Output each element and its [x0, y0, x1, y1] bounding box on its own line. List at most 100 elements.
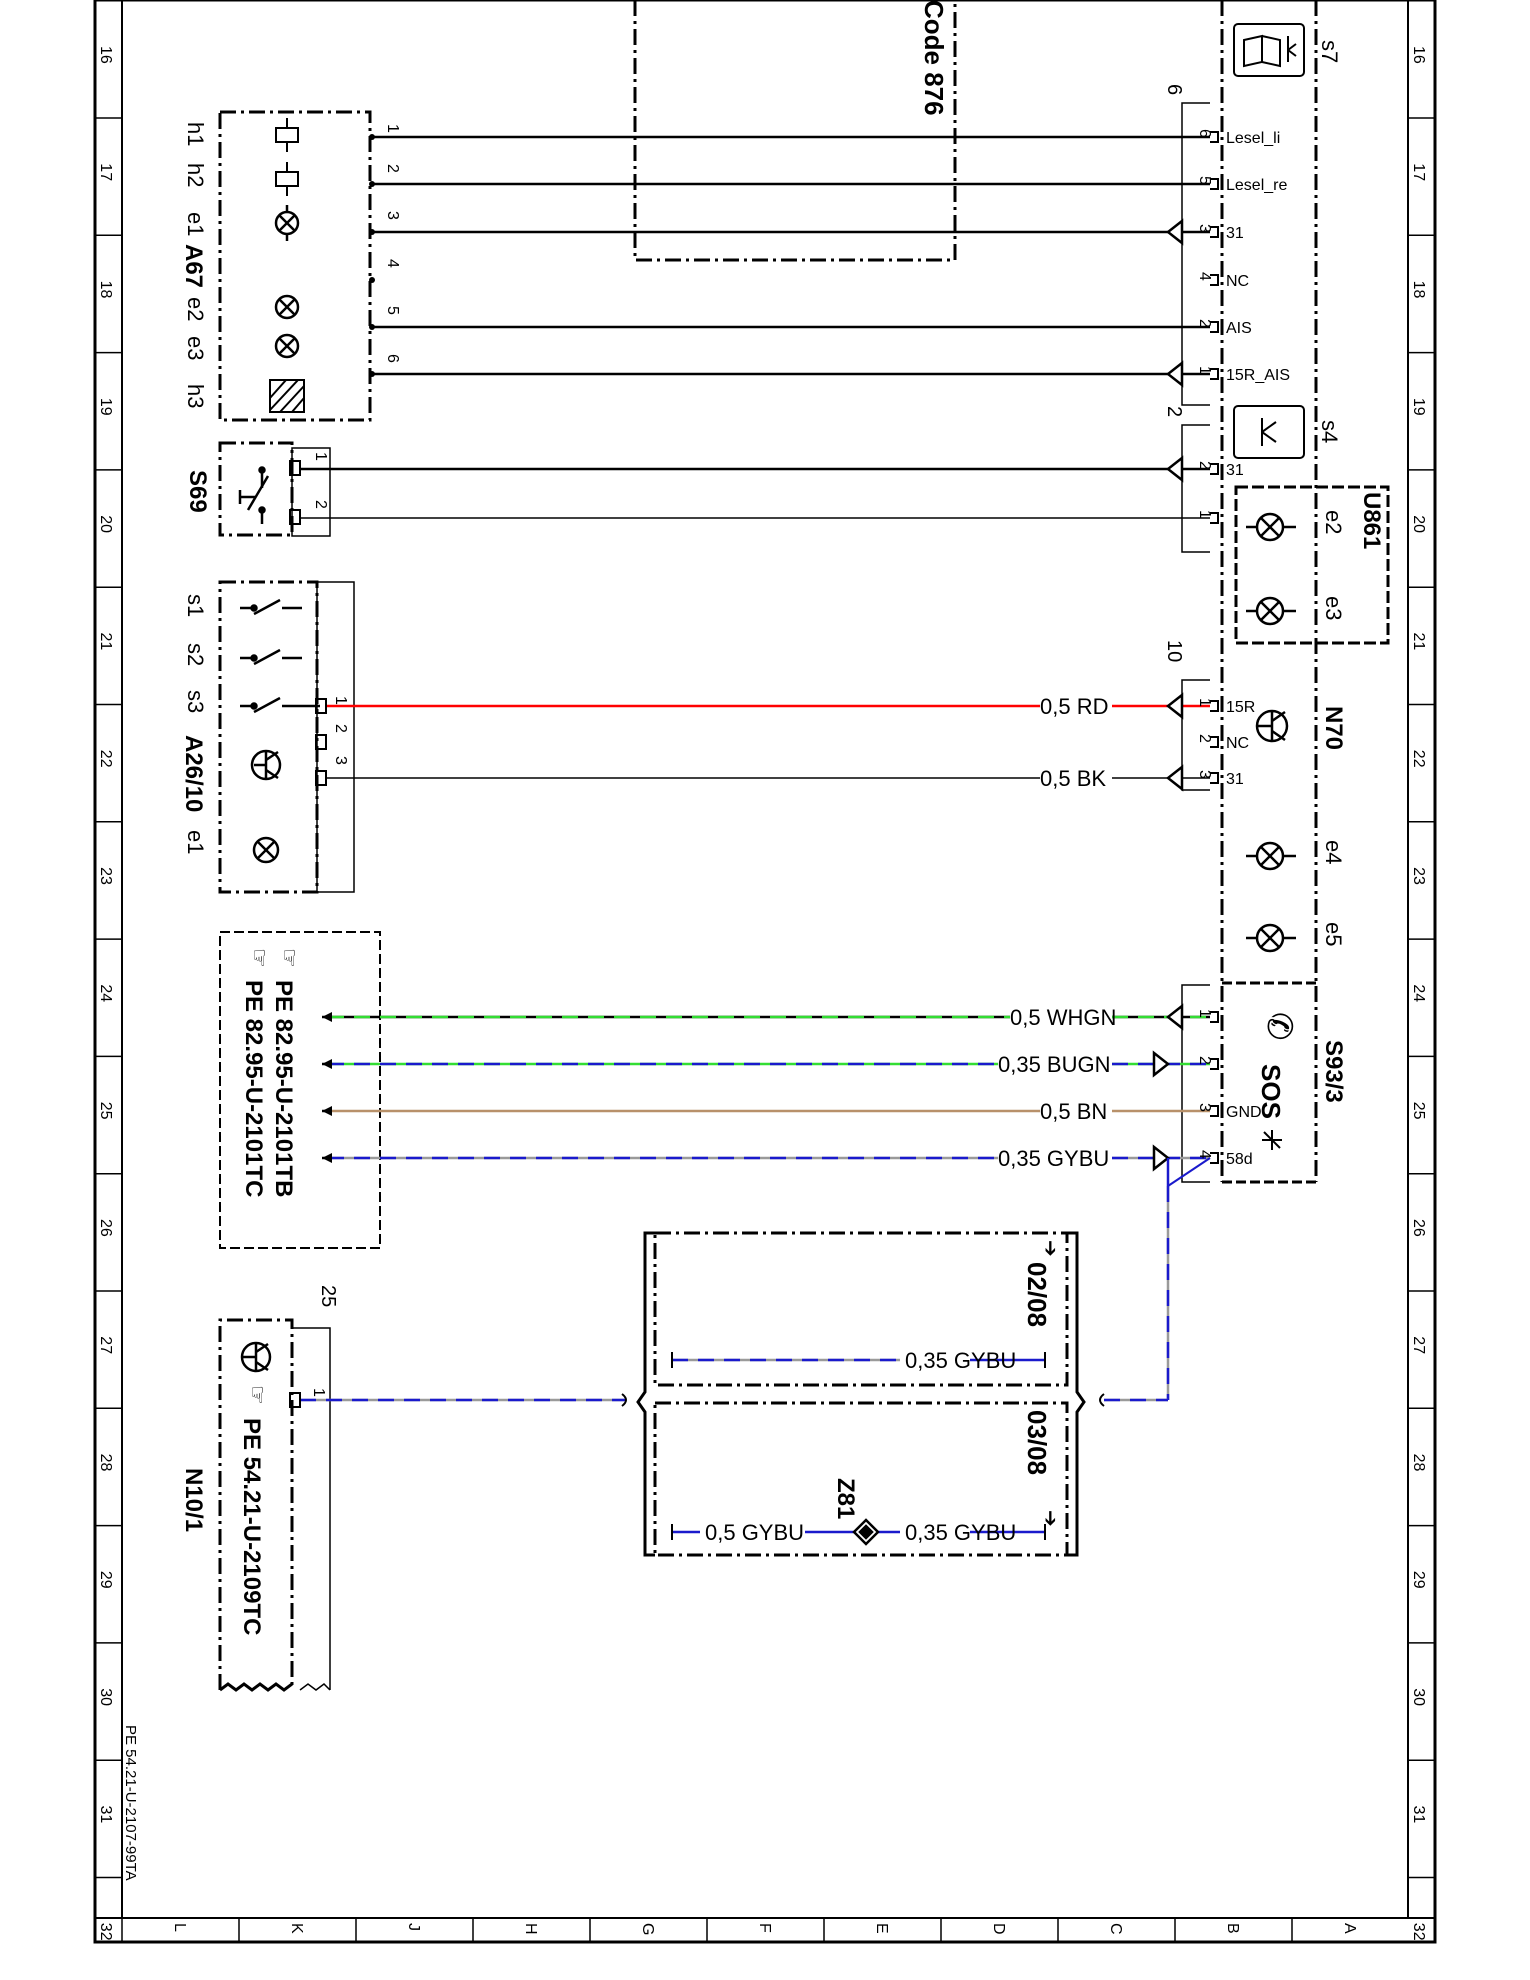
- pin-number: 3: [1196, 1103, 1213, 1112]
- arrow-icon: [1152, 1050, 1171, 1078]
- grid-col-label: F: [756, 1923, 773, 1933]
- wire-label-rd: 0,5 RD: [1040, 694, 1108, 719]
- pin-number: 1: [1196, 1009, 1213, 1018]
- n70-e5: e5: [1321, 922, 1346, 946]
- signal-name: NC: [1226, 273, 1249, 290]
- variant-label-02-08: 02/08: [1022, 1262, 1052, 1327]
- a67-pin-1: 1: [384, 124, 401, 133]
- grid-row-label-right: 22: [1410, 750, 1427, 768]
- s69-name: S69: [184, 470, 211, 513]
- connector-6: 6: [1163, 84, 1185, 95]
- junction-dot: [369, 181, 375, 187]
- grid-row-label-left: 16: [97, 46, 114, 64]
- signal-name: 15R_AIS: [1226, 367, 1290, 384]
- grid-row-label-left: 32: [97, 1923, 114, 1941]
- wire-label-variant-03-08-left: 0,5 GYBU: [705, 1520, 804, 1545]
- signal-name: GND: [1226, 1104, 1262, 1121]
- pin-stub: [1210, 736, 1219, 748]
- a67-pin-5: 5: [384, 306, 401, 315]
- a67-item-e2: e2: [183, 297, 208, 321]
- a26-pin-3: 3: [332, 756, 349, 765]
- grid-col-label: L: [171, 1923, 188, 1932]
- splice-z81-icon: [852, 1518, 880, 1546]
- grid-row-label-left: 29: [97, 1571, 114, 1589]
- pushbutton-switch-icon: [238, 466, 270, 524]
- svg-text:✆: ✆: [1260, 1012, 1298, 1041]
- signal-name: Lesel_re: [1226, 177, 1287, 194]
- grid-row-label-left: 27: [97, 1336, 114, 1354]
- pin-a26: [315, 734, 327, 750]
- grid-col-label: K: [288, 1923, 305, 1934]
- pin-stub: [1210, 368, 1219, 380]
- grid-row-label-left: 21: [97, 633, 114, 651]
- grid-row-label-left: 17: [97, 163, 114, 181]
- pe-reference-box: ☞ ☞ PE 82.95-U-2101TB PE 82.95-U-2101TC: [219, 931, 381, 1249]
- wire-end-tilde: [621, 1393, 627, 1407]
- signal-name: Lesel_li: [1226, 130, 1280, 147]
- pin-number: 1: [1196, 366, 1213, 375]
- pin-a26: [315, 698, 327, 714]
- lamp-e2-icon: [1246, 512, 1296, 542]
- transistor-icon: [250, 749, 282, 781]
- grid-ticks: [95, 117, 1435, 1942]
- component-a26-10: s1 s2 s3 A26/10 e1 1 2 3: [180, 580, 355, 894]
- right-unit: 6 2 10 s7 s4 U861 e2 e3: [1163, 0, 1390, 1184]
- s93-name: S93/3: [1320, 1040, 1347, 1103]
- dimmer-icon: [1262, 1130, 1282, 1150]
- u861-name: U861: [1358, 492, 1385, 549]
- a67-item-h3: h3: [183, 384, 208, 408]
- pin-stub: [1210, 1105, 1219, 1117]
- sos-label: SOS: [1256, 1064, 1286, 1119]
- wire-label-variant-02-08: 0,35 GYBU: [905, 1348, 1016, 1373]
- wire-gybu-diag: [1167, 1157, 1211, 1187]
- pin-number: 2: [1196, 319, 1213, 328]
- wire-label-variant-03-08-right: 0,35 GYBU: [905, 1520, 1016, 1545]
- pin-number: 1: [1196, 698, 1213, 707]
- pin-stub: [1210, 274, 1219, 286]
- signal-name: 31: [1226, 771, 1244, 788]
- pin-stub: [1210, 321, 1219, 333]
- switch-s1-icon: [240, 598, 302, 616]
- s69-pin-1: 1: [312, 452, 329, 461]
- indicator-h1-icon: [275, 118, 299, 152]
- grid-row-label-right: 20: [1410, 515, 1427, 533]
- pin-number: 1: [1196, 510, 1213, 519]
- junction-dot: [369, 229, 375, 235]
- pin-stub: [1210, 1058, 1219, 1070]
- variant-boxes: 02/08 03/08 ➔ ➔ Z81: [636, 1231, 1086, 1557]
- pin-stub: [1210, 226, 1219, 238]
- grid-col-label: H: [522, 1923, 539, 1935]
- junction-dot: [369, 134, 375, 140]
- grid-row-label-left: 25: [97, 1102, 114, 1120]
- pin-n10-1: [289, 1392, 301, 1408]
- grid-row-label-right: 21: [1410, 633, 1427, 651]
- pointing-hand-icon: ☞: [277, 948, 302, 968]
- pointing-hand-icon: ☞: [245, 1385, 270, 1405]
- n10-name: N10/1: [180, 1468, 207, 1532]
- pin-number: 2: [1196, 734, 1213, 743]
- n70-name: N70: [1320, 706, 1347, 750]
- a67-item-e3: e3: [183, 336, 208, 360]
- lamp-e1-icon: [274, 205, 300, 241]
- wire-label-whgn: 0,5 WHGN: [1010, 1005, 1116, 1030]
- signal-name: 58d: [1226, 1151, 1253, 1168]
- grid-col-label: D: [990, 1923, 1007, 1935]
- a26-item-s3: s3: [183, 690, 208, 713]
- document-reference: PE 54.21-U-2107-99TA: [122, 1725, 139, 1881]
- a67-pin-3: 3: [384, 211, 401, 220]
- pin-number: 6: [1196, 129, 1213, 138]
- pin-number: 4: [1196, 1150, 1213, 1159]
- signal-name: 15R: [1226, 699, 1255, 716]
- u861-e2: e2: [1321, 510, 1346, 534]
- grid-row-label-right: 32: [1410, 1923, 1427, 1941]
- junction-dot: [369, 371, 375, 377]
- a67-item-h1: h1: [183, 122, 208, 146]
- transistor-icon: [240, 1341, 272, 1373]
- grid-row-label-left: 24: [97, 984, 114, 1002]
- wire-label-gybu: 0,35 GYBU: [998, 1146, 1109, 1171]
- a26-item-e1: e1: [183, 830, 208, 854]
- pin-number: 2: [1196, 1056, 1213, 1065]
- lamp-e2-icon: [274, 294, 300, 320]
